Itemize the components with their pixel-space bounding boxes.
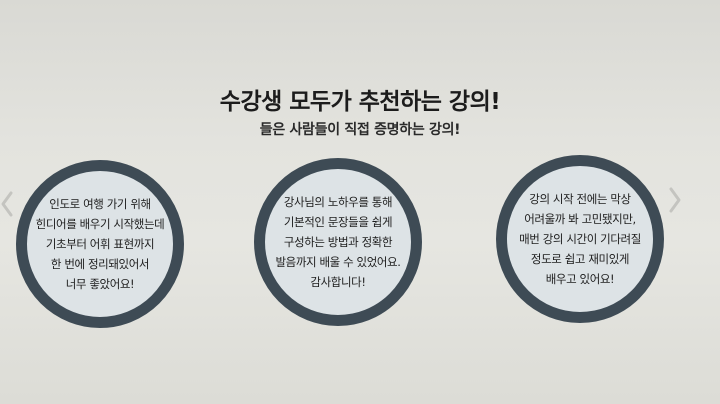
review-line: 발음까지 배울 수 있었어요.: [275, 255, 401, 269]
review-card-3: 강의 시작 전에는 막상 어려울까 봐 고민됐지만, 매번 강의 시간이 기다려…: [496, 155, 664, 323]
review-line: 기초부터 어휘 표현까지: [45, 237, 155, 251]
carousel-next-button[interactable]: [668, 186, 682, 214]
review-text-3: 강의 시작 전에는 막상 어려울까 봐 고민됐지만, 매번 강의 시간이 기다려…: [519, 189, 641, 289]
review-line: 정도로 쉽고 재미있게: [530, 252, 630, 266]
review-line: 너무 좋았어요!: [65, 277, 135, 291]
review-text-1: 인도로 여행 가기 위해 힌디어를 배우기 시작했는데 기초부터 어휘 표현까지…: [36, 194, 165, 294]
review-card-2: 강사님의 노하우를 통해 기본적인 문장들을 쉽게 구성하는 방법과 정확한 발…: [254, 158, 422, 326]
chevron-right-icon: [669, 187, 681, 213]
section-title: 수강생 모두가 추천하는 강의!: [219, 89, 501, 115]
review-line: 기본적인 문장들을 쉽게: [283, 215, 393, 229]
chevron-left-icon: [1, 191, 13, 217]
review-line: 어려울까 봐 고민됐지만,: [524, 212, 636, 226]
carousel-prev-button[interactable]: [0, 190, 14, 218]
review-line: 배우고 있어요!: [545, 272, 615, 286]
section-subtitle: 들은 사람들이 직접 증명하는 강의!: [259, 122, 461, 138]
review-line: 매번 강의 시간이 기다려질: [519, 232, 641, 246]
review-line: 감사합니다!: [310, 275, 366, 289]
review-line: 힌디어를 배우기 시작했는데: [35, 217, 165, 231]
review-line: 구성하는 방법과 정확한: [283, 235, 393, 249]
review-line: 인도로 여행 가기 위해: [49, 197, 151, 211]
review-line: 한 번에 정리돼있어서: [50, 257, 150, 271]
review-text-2: 강사님의 노하우를 통해 기본적인 문장들을 쉽게 구성하는 방법과 정확한 발…: [275, 192, 400, 292]
review-line: 강의 시작 전에는 막상: [529, 192, 631, 206]
review-card-1: 인도로 여행 가기 위해 힌디어를 배우기 시작했는데 기초부터 어휘 표현까지…: [16, 160, 184, 328]
review-line: 강사님의 노하우를 통해: [283, 195, 393, 209]
